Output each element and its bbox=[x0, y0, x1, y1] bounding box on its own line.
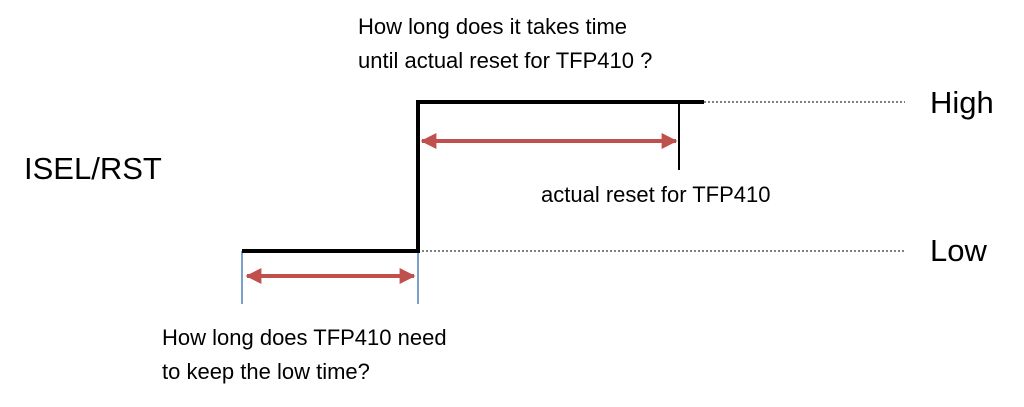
reset-time-question-line-2: until actual reset for TFP410 ? bbox=[358, 48, 653, 73]
actual-reset-label: actual reset for TFP410 bbox=[541, 182, 771, 207]
low-level-label: Low bbox=[930, 233, 987, 268]
reset-time-question: How long does it takes time until actual… bbox=[358, 10, 652, 78]
low-time-question-line-2: to keep the low time? bbox=[162, 359, 370, 384]
high-level-label: High bbox=[930, 85, 994, 120]
signal-name-label: ISEL/RST bbox=[24, 151, 162, 186]
low-time-question: How long does TFP410 need to keep the lo… bbox=[162, 321, 447, 389]
isel-rst-signal-waveform bbox=[242, 100, 704, 253]
reset-time-question-line-1: How long does it takes time bbox=[358, 14, 628, 39]
low-time-question-line-1: How long does TFP410 need bbox=[162, 325, 447, 350]
